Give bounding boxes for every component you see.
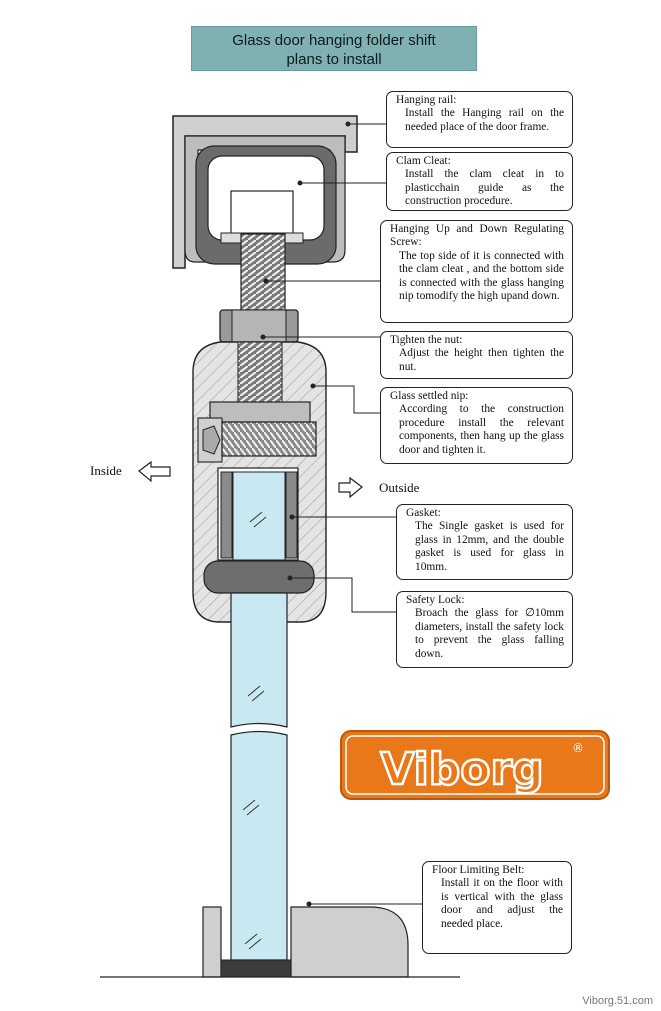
callout-text: Install the Hanging rail on the needed p…	[405, 107, 564, 133]
callout-gasket: Gasket: The Single gasket is used for gl…	[396, 504, 573, 580]
callout-safety-lock: Safety Lock: Broach the glass for ∅10mm …	[396, 591, 573, 668]
callout-glass-settled-nip: Glass settled nip: According to the cons…	[380, 387, 573, 464]
callout-heading: Hanging rail:	[396, 94, 457, 106]
floor-limiting-belt	[100, 906, 460, 978]
callout-text: Broach the glass for ∅10mm diameters, in…	[415, 607, 564, 660]
inside-label: Inside	[90, 463, 122, 478]
leader-lines	[260, 121, 422, 907]
outside-arrow-icon	[338, 476, 363, 499]
callout-hanging-rail: Hanging rail: Install the Hanging rail o…	[386, 91, 573, 148]
regulating-screw	[240, 233, 286, 313]
logo-wordmark: Viborg	[380, 744, 543, 795]
callout-heading: Safety Lock:	[406, 594, 465, 606]
callout-text: Adjust the height then tighten the nut.	[399, 347, 564, 373]
inside-arrow-icon	[138, 460, 171, 483]
callout-heading: Floor Limiting Belt:	[432, 864, 525, 876]
callout-clam-cleat: Clam Cleat: Install the clam cleat in to…	[386, 152, 573, 211]
callout-tighten-nut: Tighten the nut: Adjust the height then …	[380, 331, 573, 379]
callout-text: Install it on the floor with is vertical…	[441, 877, 563, 930]
callout-text: The top side of it is connected with the…	[399, 249, 564, 303]
diagram-title: Glass door hanging folder shift plans to…	[191, 26, 477, 71]
callout-heading: Hanging Up and Down Regulating Screw:	[390, 223, 564, 249]
callout-heading: Tighten the nut:	[390, 334, 463, 346]
title-line-1: Glass door hanging folder shift	[232, 32, 436, 49]
callout-floor-limiting-belt: Floor Limiting Belt: Install it on the f…	[422, 861, 572, 954]
callout-heading: Clam Cleat:	[396, 155, 451, 167]
viborg-logo: Viborg ®	[340, 730, 610, 800]
watermark: Viborg.51.com	[582, 995, 653, 1007]
title-line-2: plans to install	[286, 51, 382, 68]
glass-panel	[230, 471, 288, 961]
outside-label: Outside	[379, 480, 420, 495]
callout-text: Install the clam cleat in to plasticchai…	[405, 168, 564, 208]
registered-mark: ®	[572, 741, 584, 755]
callout-heading: Glass settled nip:	[390, 390, 469, 402]
callout-regulating-screw: Hanging Up and Down Regulating Screw: Th…	[380, 220, 573, 323]
callout-text: The Single gasket is used for glass in 1…	[415, 520, 564, 573]
callout-text: According to the construction procedure …	[399, 403, 564, 456]
hanging-rail	[172, 115, 358, 269]
callout-heading: Gasket:	[406, 507, 441, 519]
